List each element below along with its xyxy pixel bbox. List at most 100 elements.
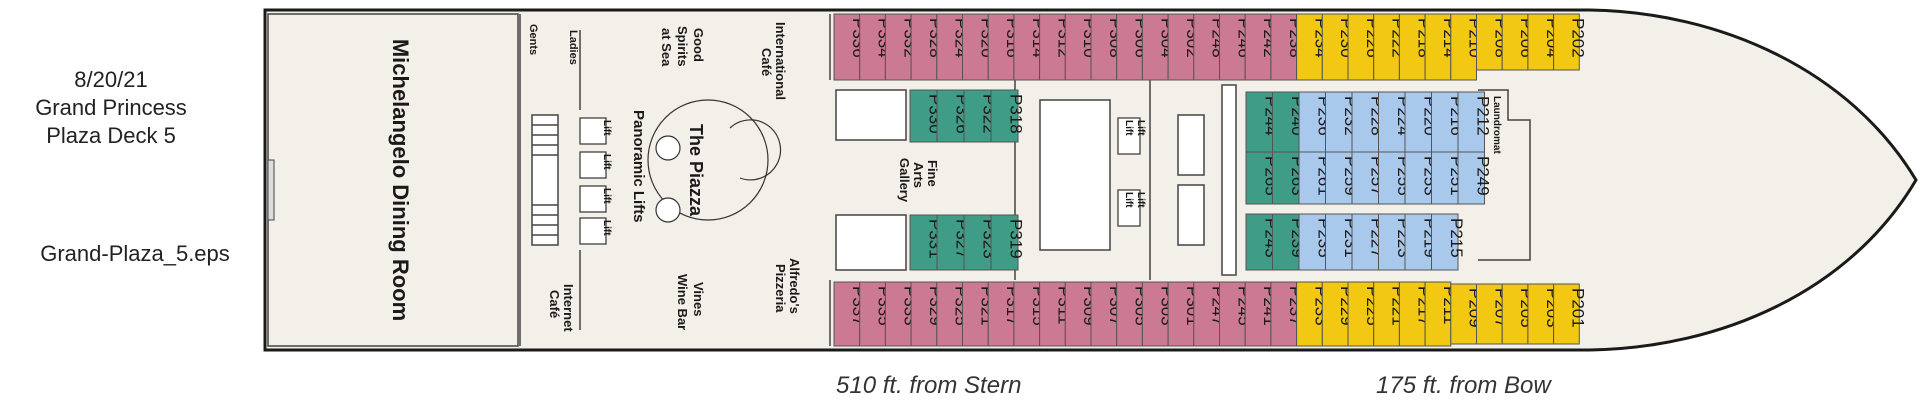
cabin-label: P319 xyxy=(1007,219,1026,259)
cabin-p318 xyxy=(990,89,1019,143)
cabin-p259 xyxy=(1325,151,1353,205)
cabin-p302 xyxy=(1167,13,1195,81)
cabin-p321 xyxy=(962,281,989,347)
cabin-p249 xyxy=(1457,151,1485,205)
good-spirits-line3: at Sea xyxy=(659,28,674,67)
structure-lines xyxy=(519,14,1531,346)
alfredos-label: Alfredo's Pizzeria xyxy=(773,258,802,314)
cabin-p205 xyxy=(1501,283,1529,345)
cabin-p331 xyxy=(909,214,938,271)
panoramic-lifts-label: Panoramic Lifts xyxy=(630,110,647,223)
cabin-p228 xyxy=(1351,91,1379,153)
cabin-p203 xyxy=(1527,283,1555,345)
lift-label-4: Lift xyxy=(601,220,612,236)
cabin-p201 xyxy=(1553,283,1580,345)
cabin-p257 xyxy=(1351,151,1379,205)
cabin-p234 xyxy=(1296,13,1323,81)
cabin-p308 xyxy=(1090,13,1118,81)
file-name: Grand-Plaza_5.eps xyxy=(40,241,230,266)
lifts xyxy=(579,117,1141,245)
cabin-p247 xyxy=(1193,281,1221,347)
deck-name: Plaza Deck 5 xyxy=(46,123,176,148)
cabin-p311 xyxy=(1039,281,1066,347)
gallery-line3: Gallery xyxy=(897,158,912,203)
cabin-p246 xyxy=(1219,13,1246,81)
gallery-line2: Arts xyxy=(911,162,926,188)
ladies-label: Ladies xyxy=(567,30,579,65)
cabin-p314 xyxy=(1013,13,1041,81)
cabin-label: P215 xyxy=(1447,218,1466,258)
cabin-p265 xyxy=(1245,151,1273,205)
cabin-p224 xyxy=(1378,91,1406,153)
cabin-p222 xyxy=(1373,13,1400,81)
gallery-line1: Fine xyxy=(925,160,940,187)
cabin-p237 xyxy=(1270,281,1298,347)
vines-line1: Vines xyxy=(691,282,706,316)
cabin-p309 xyxy=(1064,281,1092,347)
cabin-p326 xyxy=(936,89,965,143)
cabin-p235 xyxy=(1298,213,1326,271)
alfredos-line2: Pizzeria xyxy=(773,264,788,313)
cabin-p206 xyxy=(1501,13,1529,71)
cabin-p332 xyxy=(884,13,912,81)
cabin-p305 xyxy=(1116,281,1143,347)
cabin-p330 xyxy=(909,89,938,143)
good-spirits-line1: Good xyxy=(691,28,706,62)
lift-label-6: Lift xyxy=(1135,120,1146,136)
intl-cafe-line1: International xyxy=(773,22,788,100)
cabin-p202 xyxy=(1553,13,1580,71)
lift-label-2: Lift xyxy=(601,154,612,170)
cabin-p215 xyxy=(1431,213,1459,271)
laundromat-label: Laundromat xyxy=(1491,96,1502,154)
lift-label-7: Lift xyxy=(1123,192,1134,208)
dining-room-area xyxy=(267,13,519,347)
cabin-p223 xyxy=(1378,213,1406,271)
cabin-p310 xyxy=(1064,13,1092,81)
cabin-p218 xyxy=(1398,13,1426,81)
cabin-p320 xyxy=(962,13,989,81)
ship-name: Grand Princess xyxy=(35,95,187,120)
cabin-p336 xyxy=(833,13,861,81)
cabin-p253 xyxy=(1404,151,1432,205)
lift-labels: Lift Lift Lift Lift Lift Lift Lift Lift xyxy=(601,120,1146,236)
cabin-p304 xyxy=(1141,13,1169,81)
internet-cafe-label: Internet Café xyxy=(547,284,576,332)
cabin-p255 xyxy=(1378,151,1406,205)
cabin-p209 xyxy=(1450,283,1478,345)
stern-distance: 510 ft. from Stern xyxy=(836,372,1022,399)
cabin-p240 xyxy=(1272,91,1300,153)
cabin-p220 xyxy=(1404,91,1432,153)
lift-label-1: Lift xyxy=(601,120,612,136)
lift-label-3: Lift xyxy=(601,188,612,204)
cabin-p328 xyxy=(910,13,938,81)
vines-line2: Wine Bar xyxy=(675,274,690,330)
bow-distance: 175 ft. from Bow xyxy=(1376,372,1551,399)
cabin-p212 xyxy=(1457,91,1485,153)
cabin-p208 xyxy=(1476,13,1503,71)
cabin-p210 xyxy=(1450,13,1478,81)
cabin-label: P201 xyxy=(1568,288,1587,328)
date-label: 8/20/21 xyxy=(74,67,148,92)
deck-info: 8/20/21 Grand Princess Plaza Deck 5 xyxy=(0,66,222,150)
cabin-p230 xyxy=(1321,13,1349,81)
gents-label: Gents xyxy=(527,24,539,55)
cabin-p216 xyxy=(1431,91,1459,153)
cabin-p243 xyxy=(1245,213,1273,271)
cabin-p335 xyxy=(859,281,886,347)
cabin-p261 xyxy=(1298,151,1326,205)
cabin-label: P212 xyxy=(1473,96,1492,136)
cabin-p323 xyxy=(963,214,992,271)
cabin-label: P318 xyxy=(1007,94,1026,134)
cabin-p244 xyxy=(1245,91,1273,153)
piazza-stairs xyxy=(647,99,782,223)
good-spirits-label: Good Spirits at Sea xyxy=(659,26,706,67)
intl-cafe-line2: Café xyxy=(759,48,774,76)
lift-label-8: Lift xyxy=(1135,192,1146,208)
cabin-p211 xyxy=(1424,281,1452,347)
